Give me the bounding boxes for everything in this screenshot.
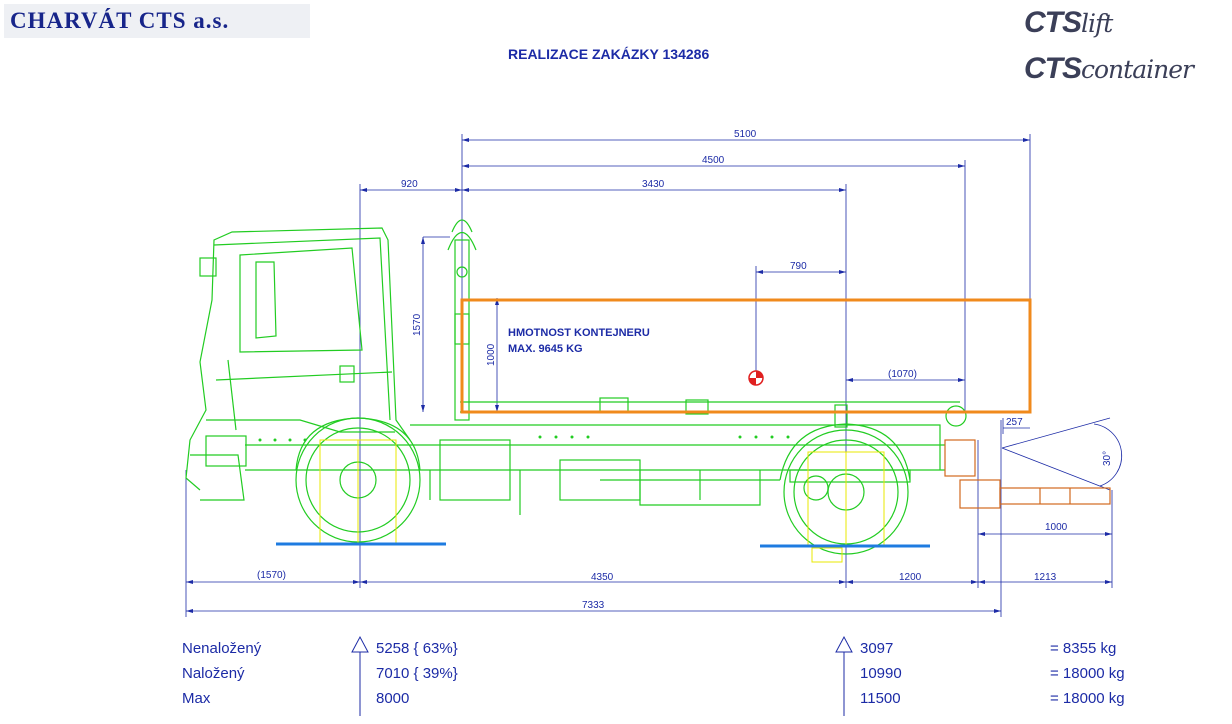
- load-total-max: = 18000 kg: [1050, 690, 1125, 707]
- cts-container-logo: CTScontainer: [1024, 52, 1194, 86]
- dim-790: 790: [790, 261, 807, 272]
- drawing-title: REALIZACE ZAKÁZKY 134286: [508, 46, 710, 62]
- dim-1070: (1070): [888, 369, 917, 380]
- load-rear-loaded: 10990: [860, 665, 902, 682]
- logo-container-text: container: [1081, 55, 1194, 84]
- chassis-dots: [258, 435, 790, 442]
- load-front-unloaded: 5258 { 63%}: [376, 640, 458, 657]
- dim-3430: 3430: [642, 179, 665, 190]
- dim-1570-overhang: (1570): [257, 570, 286, 581]
- dimension-lines: [185, 134, 1123, 617]
- load-label-loaded: Naložený: [182, 665, 245, 682]
- container-outline: [460, 298, 1032, 414]
- logo-cts-text: CTS: [1024, 52, 1082, 85]
- container-weight-note-line2: MAX. 9645 KG: [508, 343, 583, 355]
- dimension-arrows: [186, 138, 1112, 613]
- load-front-max: 8000: [376, 690, 410, 707]
- rear-towing-device: [944, 439, 1111, 509]
- dim-4350: 4350: [591, 572, 614, 583]
- dim-1570-vertical: 1570: [412, 313, 423, 336]
- logo-lift-text: lift: [1081, 9, 1113, 38]
- dim-1000-vertical: 1000: [486, 343, 497, 366]
- dim-7333: 7333: [582, 600, 605, 611]
- ground-lines: [276, 542, 930, 548]
- dim-1200: 1200: [899, 572, 922, 583]
- company-name: CHARVÁT CTS a.s.: [4, 4, 310, 38]
- container-weight-note-line1: HMOTNOST KONTEJNERU: [508, 327, 650, 339]
- axle-load-arrows: [351, 635, 853, 716]
- dim-1000-horizontal: 1000: [1045, 522, 1068, 533]
- load-rear-max: 11500: [860, 690, 901, 707]
- dim-257: 257: [1006, 417, 1023, 428]
- load-front-loaded: 7010 { 39%}: [376, 665, 458, 682]
- center-of-gravity-marker: [748, 370, 764, 386]
- dim-4500: 4500: [702, 155, 725, 166]
- load-label-max: Max: [182, 690, 211, 707]
- truck-outline: [185, 219, 967, 555]
- logo-cts-text: CTS: [1024, 6, 1082, 39]
- cts-lift-logo: CTSlift: [1024, 6, 1113, 40]
- load-total-unloaded: = 8355 kg: [1050, 640, 1117, 657]
- dim-920: 920: [401, 179, 418, 190]
- dim-1213: 1213: [1034, 572, 1057, 583]
- dim-angle-30: 30°: [1102, 451, 1113, 466]
- load-rear-unloaded: 3097: [860, 640, 894, 657]
- dim-5100: 5100: [734, 129, 757, 140]
- load-label-unloaded: Nenaložený: [182, 640, 262, 657]
- load-total-loaded: = 18000 kg: [1050, 665, 1125, 682]
